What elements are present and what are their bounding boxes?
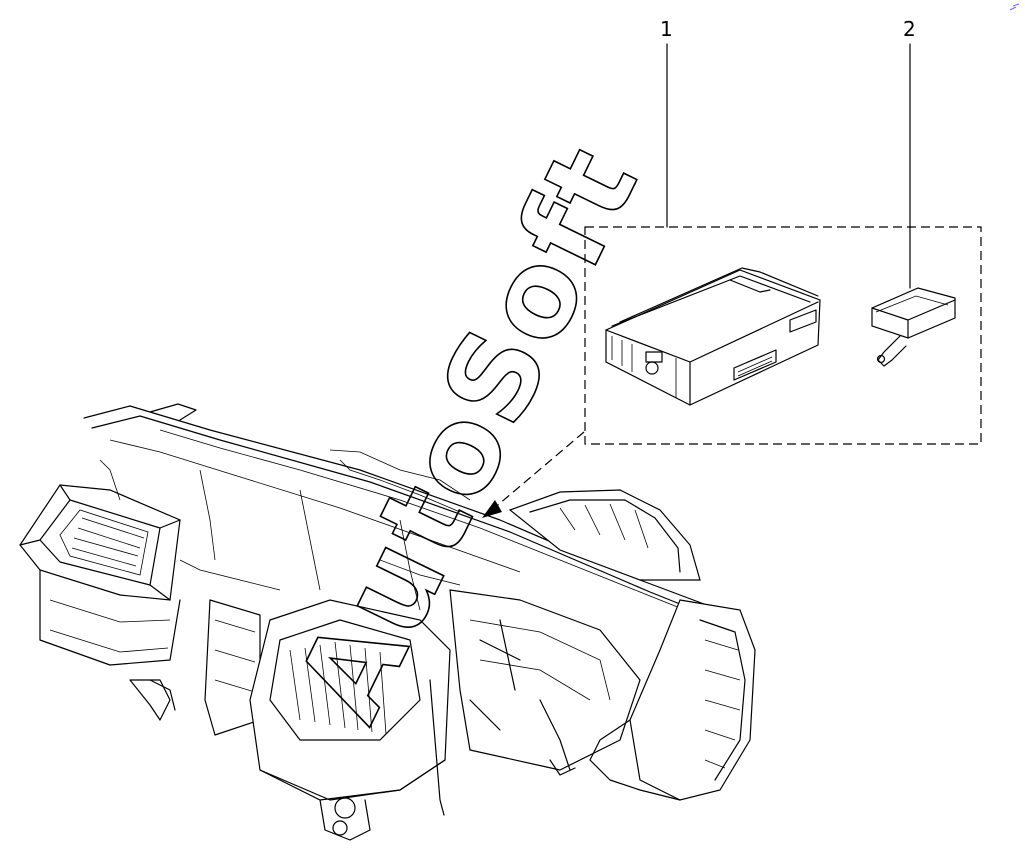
control-module-part	[605, 267, 821, 406]
callout-number-2: 2	[903, 17, 916, 41]
dashboard-assembly	[19, 403, 756, 841]
corner-mark	[1009, 3, 1020, 11]
sensor-part	[871, 287, 956, 367]
detail-box	[584, 226, 982, 445]
location-arrowhead	[482, 500, 502, 518]
callout-number-1: 1	[660, 17, 673, 41]
location-arrow-line	[491, 431, 585, 511]
watermark-logo: AutoSoft	[271, 124, 666, 740]
